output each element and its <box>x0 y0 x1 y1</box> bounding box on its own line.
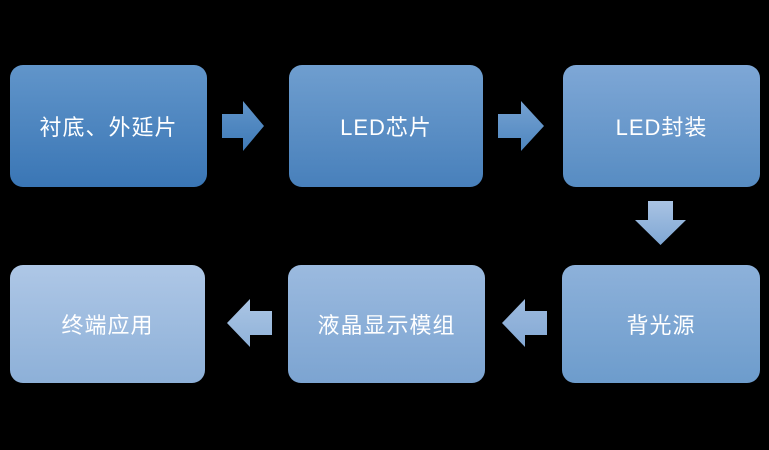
arrow-left-icon <box>227 299 272 347</box>
flow-node-led-package: LED封装 <box>563 65 760 187</box>
flow-node-led-chip: LED芯片 <box>289 65 483 187</box>
flow-node-end-application: 终端应用 <box>10 265 205 383</box>
node-label: 液晶显示模组 <box>317 313 456 338</box>
flow-node-backlight: 背光源 <box>562 265 760 383</box>
arrow-right-icon <box>498 101 544 151</box>
flow-node-substrate-epitaxial-wafer: 衬底、外延片 <box>10 65 207 187</box>
arrow-down-icon <box>635 201 686 245</box>
flow-node-lcd-display-module: 液晶显示模组 <box>288 265 485 383</box>
arrow-left-icon <box>502 299 547 347</box>
node-label: 背光源 <box>626 313 696 338</box>
node-label: 终端应用 <box>61 313 154 338</box>
node-label: LED芯片 <box>340 115 432 140</box>
node-label: 衬底、外延片 <box>39 115 178 140</box>
node-label: LED封装 <box>615 115 708 140</box>
arrow-right-icon <box>222 101 264 151</box>
